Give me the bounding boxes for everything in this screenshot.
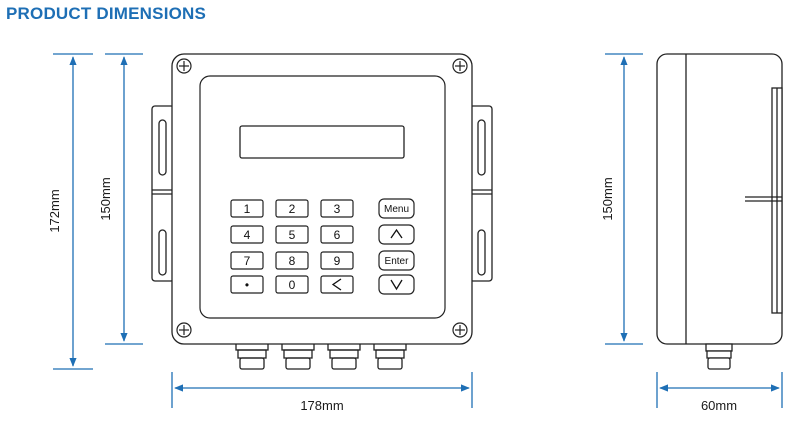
key-label: Menu <box>384 204 409 215</box>
side-view <box>656 53 783 370</box>
side-cable-gland <box>705 343 733 370</box>
screw-icon <box>176 58 192 74</box>
key-1 <box>230 199 264 218</box>
key-2 <box>275 199 309 218</box>
key-down <box>378 274 415 295</box>
key-up <box>378 224 415 245</box>
key-3 <box>320 199 354 218</box>
screw-icon <box>176 322 192 338</box>
key-label: 6 <box>334 228 341 242</box>
cable-gland <box>373 341 407 370</box>
front-panel <box>199 75 446 319</box>
key-6 <box>320 225 354 244</box>
key-4 <box>230 225 264 244</box>
page-title: PRODUCT DIMENSIONS <box>6 4 207 23</box>
key-9 <box>320 251 354 270</box>
key-label: 3 <box>334 202 341 216</box>
key-back <box>320 275 354 294</box>
keypad: 1 2 3 Menu 4 5 6 7 8 9 Enter • 0 <box>230 198 415 295</box>
key-7 <box>230 251 264 270</box>
cable-gland <box>235 341 269 370</box>
key-label: 2 <box>289 202 296 216</box>
cable-gland <box>327 341 361 370</box>
key-label: 1 <box>244 202 251 216</box>
front-view <box>151 53 493 370</box>
key-label: 4 <box>244 228 251 242</box>
key-label: 5 <box>289 228 296 242</box>
screw-icon <box>452 322 468 338</box>
key-label: 0 <box>289 278 296 292</box>
key-label: 9 <box>334 254 341 268</box>
dimension-width: 178mm <box>300 398 343 413</box>
key-0 <box>275 275 309 294</box>
key-label: Enter <box>385 256 410 267</box>
chevron-left-icon <box>331 278 342 291</box>
screw-icon <box>452 58 468 74</box>
cable-gland <box>281 341 315 370</box>
dimension-lines <box>53 53 783 408</box>
key-label: 7 <box>244 254 251 268</box>
dimension-depth: 60mm <box>701 398 737 413</box>
corner-screws <box>176 58 468 338</box>
left-mounting-bracket <box>151 105 175 282</box>
enclosure-body <box>171 53 473 345</box>
key-5 <box>275 225 309 244</box>
lcd-display <box>239 125 405 159</box>
key-label: • <box>245 278 249 292</box>
dimension-body-height: 150mm <box>98 177 113 220</box>
dimension-overall-height: 172mm <box>47 189 62 232</box>
key-dot <box>230 275 264 294</box>
key-menu <box>378 198 415 219</box>
chevron-up-icon <box>390 228 403 239</box>
side-enclosure-body <box>656 53 783 345</box>
key-8 <box>275 251 309 270</box>
cable-glands <box>235 341 407 370</box>
right-mounting-bracket <box>469 105 493 282</box>
key-enter <box>378 250 415 271</box>
dimension-side-height: 150mm <box>600 177 615 220</box>
chevron-down-icon <box>390 279 403 291</box>
key-label: 8 <box>289 254 296 268</box>
